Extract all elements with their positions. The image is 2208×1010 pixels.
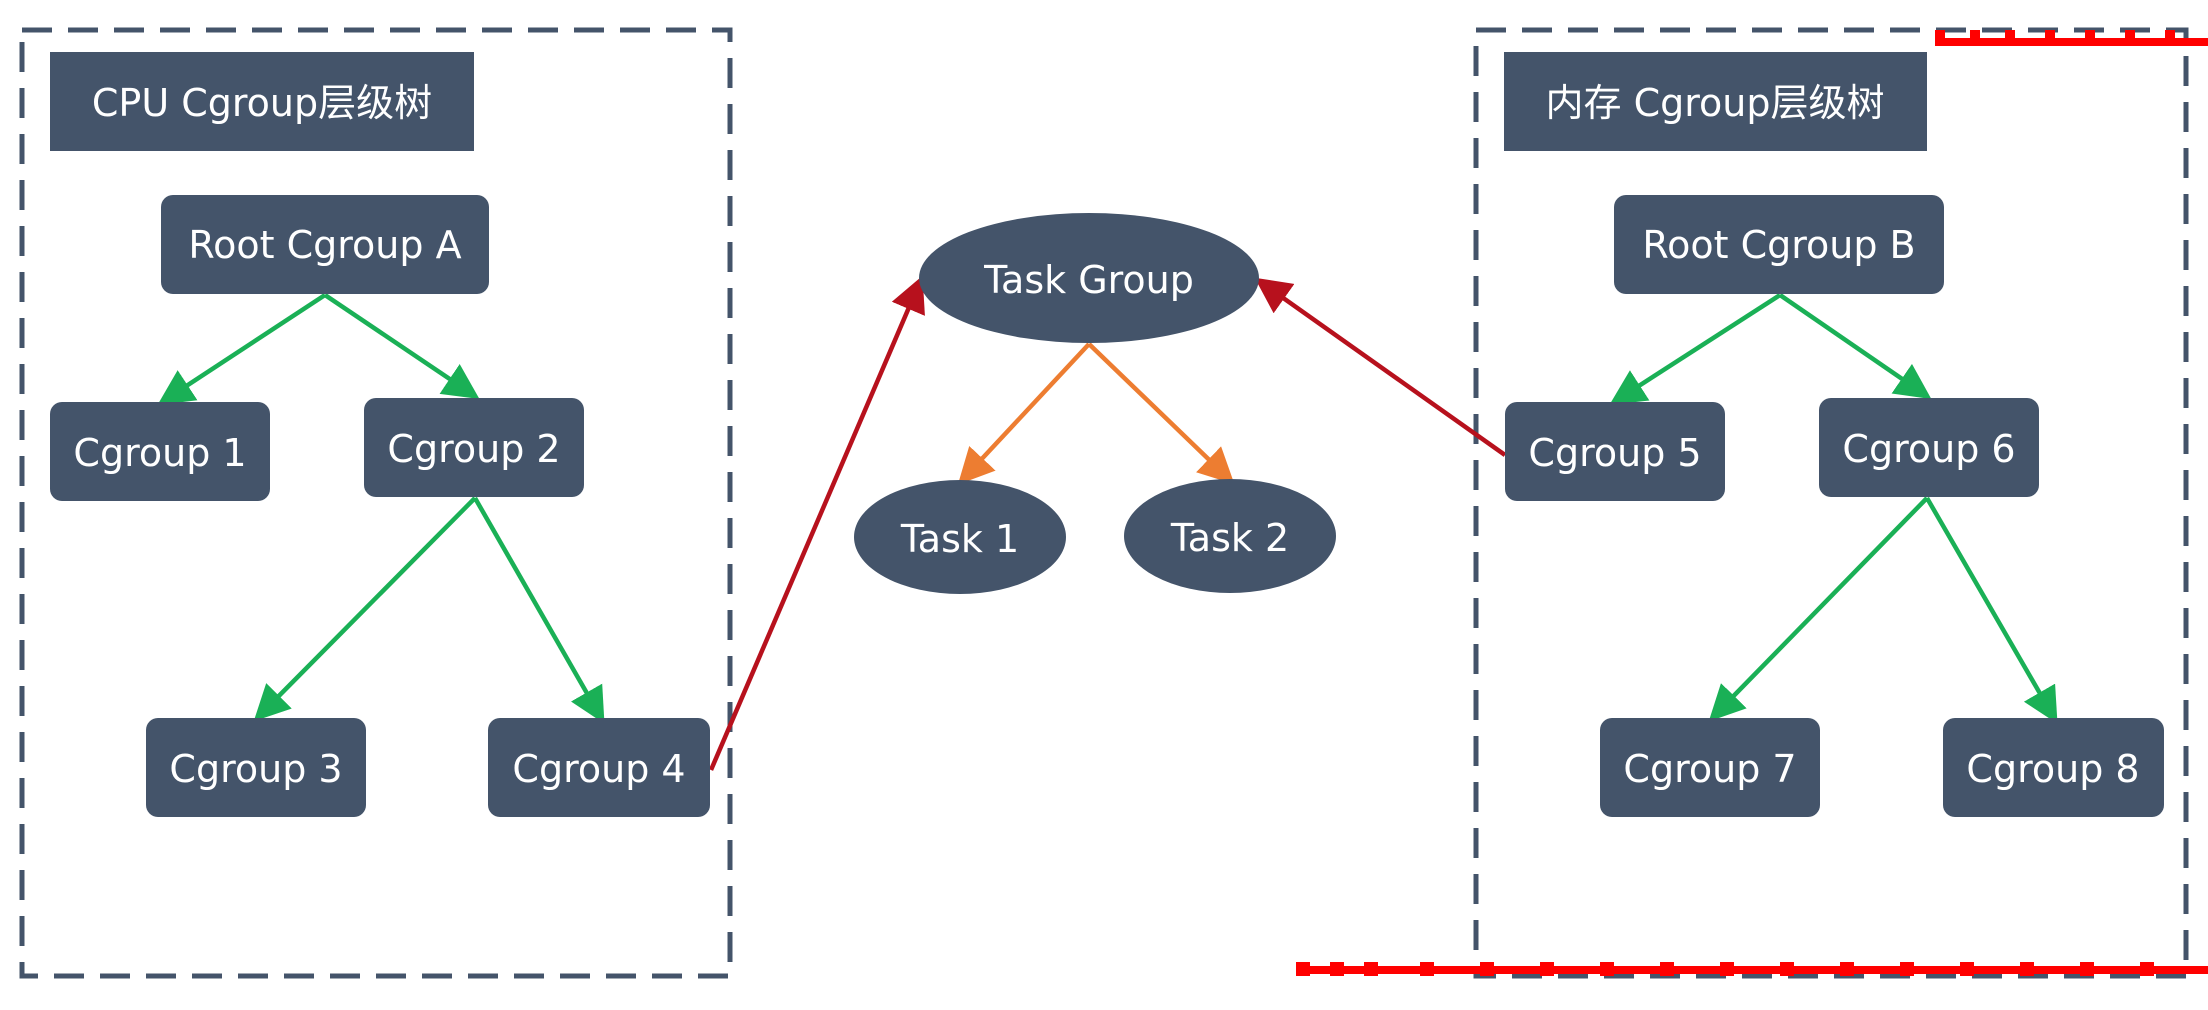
cpu-tree-title-box xyxy=(50,52,474,151)
edge-task-group-to-task-2 xyxy=(1087,342,1235,485)
node-root-cgroup-a: Root Cgroup A xyxy=(161,195,489,294)
node-task-1-label: Task 1 xyxy=(900,517,1019,561)
node-cgroup-5: Cgroup 5 xyxy=(1505,402,1725,501)
node-task-2-label: Task 2 xyxy=(1170,516,1289,560)
edge-cgroup-5-to-task-group xyxy=(1254,277,1507,457)
cpu-tree-title: CPU Cgroup层级树 xyxy=(92,81,432,125)
node-cgroup-8: Cgroup 8 xyxy=(1943,718,2164,817)
node-cgroup-1: Cgroup 1 xyxy=(50,402,270,501)
node-cgroup-2: Cgroup 2 xyxy=(364,398,584,497)
node-cgroup-2-label: Cgroup 2 xyxy=(387,427,560,471)
node-task-1: Task 1 xyxy=(854,480,1066,594)
edge-root-b-to-cgroup-6 xyxy=(1778,293,1932,400)
node-cgroup-5-label: Cgroup 5 xyxy=(1528,431,1701,475)
cpu-tree-container xyxy=(19,27,733,979)
mem-tree-title: 内存 Cgroup层级树 xyxy=(1546,81,1885,125)
edge-root-a-to-cgroup-1 xyxy=(157,293,327,405)
node-cgroup-3: Cgroup 3 xyxy=(146,718,366,817)
node-cgroup-8-label: Cgroup 8 xyxy=(1966,747,2139,791)
node-task-2: Task 2 xyxy=(1124,479,1336,593)
edge-root-b-to-cgroup-5 xyxy=(1609,293,1782,405)
node-root-cgroup-b: Root Cgroup B xyxy=(1614,195,1944,294)
node-cgroup-7: Cgroup 7 xyxy=(1600,718,1820,817)
node-task-group: Task Group xyxy=(919,213,1259,343)
mem-tree-container xyxy=(1473,27,2189,979)
edge-cgroup-2-to-cgroup-4 xyxy=(473,496,605,724)
node-root-cgroup-b-label: Root Cgroup B xyxy=(1642,223,1915,267)
node-root-cgroup-a-label: Root Cgroup A xyxy=(188,223,461,267)
node-cgroup-4: Cgroup 4 xyxy=(488,718,710,817)
watermark-bottom-right xyxy=(1296,962,2208,976)
mem-tree-title-box xyxy=(1504,52,1927,151)
node-task-group-label: Task Group xyxy=(983,258,1194,302)
node-cgroup-7-label: Cgroup 7 xyxy=(1623,747,1796,791)
edge-cgroup-4-to-task-group xyxy=(708,275,925,771)
edge-task-group-to-task-1 xyxy=(957,342,1091,485)
edge-cgroup-2-to-cgroup-3 xyxy=(253,496,477,722)
node-cgroup-3-label: Cgroup 3 xyxy=(169,747,342,791)
edge-cgroup-6-to-cgroup-8 xyxy=(1925,496,2058,724)
node-cgroup-6: Cgroup 6 xyxy=(1819,398,2039,497)
node-cgroup-6-label: Cgroup 6 xyxy=(1842,427,2015,471)
node-cgroup-1-label: Cgroup 1 xyxy=(73,431,246,475)
edge-cgroup-6-to-cgroup-7 xyxy=(1708,496,1929,722)
watermark-top-right xyxy=(1935,30,2208,46)
node-cgroup-4-label: Cgroup 4 xyxy=(512,747,685,791)
edge-root-a-to-cgroup-2 xyxy=(323,293,480,400)
